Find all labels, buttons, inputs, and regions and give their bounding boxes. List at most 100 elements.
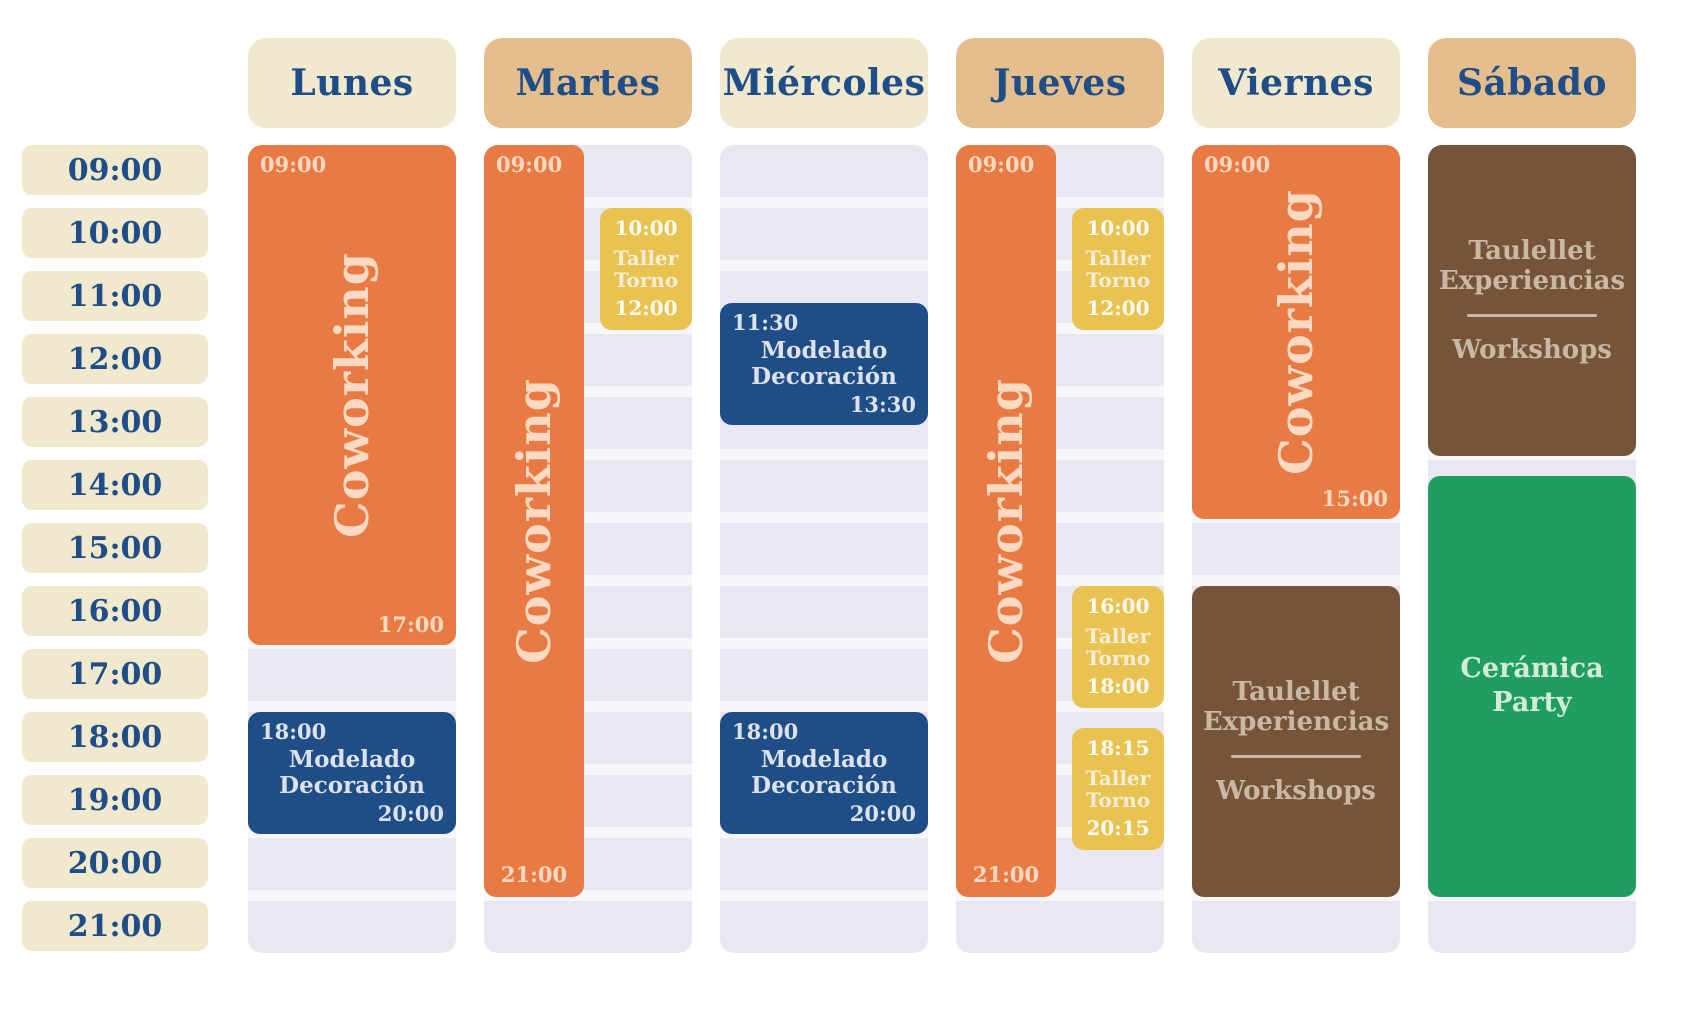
event-title: Coworking: [1269, 189, 1323, 475]
event-title-line: Modelado: [760, 336, 888, 364]
hour-band: [720, 460, 928, 512]
event-end-time: 20:00: [377, 801, 444, 826]
event-title-line: Taller: [1085, 246, 1151, 270]
time-label-19-00: 19:00: [22, 775, 208, 825]
day-header-martes: Martes: [484, 38, 692, 128]
event-title-line: Taller: [613, 246, 679, 270]
event-start-time: 09:00: [968, 152, 1035, 177]
event-end-time: 12:00: [614, 296, 678, 320]
workshops-divider: [1231, 755, 1361, 758]
event-end-time: 21:00: [972, 862, 1040, 887]
event-start-time: 18:00: [260, 719, 327, 744]
time-label-11-00: 11:00: [22, 271, 208, 321]
hour-band: [248, 649, 456, 701]
hour-band: [720, 208, 928, 260]
event-end-time: 20:00: [849, 801, 916, 826]
event-title-line: Taulellet: [1468, 236, 1596, 266]
event-title-line: Modelado: [288, 746, 416, 773]
event-title: Coworking: [325, 252, 379, 538]
hour-band: [720, 838, 928, 890]
event-end-time: 12:00: [1086, 296, 1150, 320]
event-title: Coworking: [979, 378, 1033, 664]
event-subtitle: Workshops: [1452, 335, 1612, 365]
hour-band: [720, 901, 928, 953]
event-title-line: Decoración: [751, 772, 897, 799]
time-label-16-00: 16:00: [22, 586, 208, 636]
event-title-line: Decoración: [751, 362, 897, 390]
hour-band: [720, 523, 928, 575]
event-start-time: 11:30: [732, 309, 799, 335]
event-title-line: Torno: [1085, 268, 1151, 292]
event-start-time: 09:00: [496, 152, 563, 177]
event-end-time: 15:00: [1321, 486, 1388, 511]
time-label-14-00: 14:00: [22, 460, 208, 510]
time-label-18-00: 18:00: [22, 712, 208, 762]
event-title-line: Cerámica: [1460, 653, 1604, 685]
hour-band: [484, 901, 692, 953]
event-title-line: Taller: [1085, 624, 1151, 648]
hour-band: [1428, 901, 1636, 953]
day-header-lunes: Lunes: [248, 38, 456, 128]
event-title-line: Experiencias: [1202, 707, 1390, 737]
time-label-13-00: 13:00: [22, 397, 208, 447]
event-title-line: Torno: [1085, 787, 1151, 812]
event-title: Coworking: [507, 378, 561, 664]
hour-band: [720, 145, 928, 197]
day-header-miércoles: Miércoles: [720, 38, 928, 128]
event-title-line: Taulellet: [1232, 677, 1360, 707]
hour-band: [248, 901, 456, 953]
event-start-time: 10:00: [614, 216, 678, 240]
time-label-10-00: 10:00: [22, 208, 208, 258]
event-end-time: 18:00: [1086, 674, 1150, 698]
event-start-time: 10:00: [1086, 216, 1150, 240]
event-end-time: 21:00: [500, 862, 568, 887]
event-start-time: 09:00: [1204, 152, 1271, 177]
event-subtitle: Workshops: [1216, 776, 1376, 806]
workshops-divider: [1467, 314, 1597, 317]
event-title-line: Experiencias: [1438, 266, 1626, 296]
event-end-time: 20:15: [1086, 815, 1150, 840]
hour-band: [1192, 523, 1400, 575]
event-start-time: 18:15: [1086, 735, 1150, 760]
hour-band: [248, 838, 456, 890]
event-start-time: 16:00: [1086, 594, 1150, 618]
event-title-line: Party: [1492, 687, 1572, 719]
